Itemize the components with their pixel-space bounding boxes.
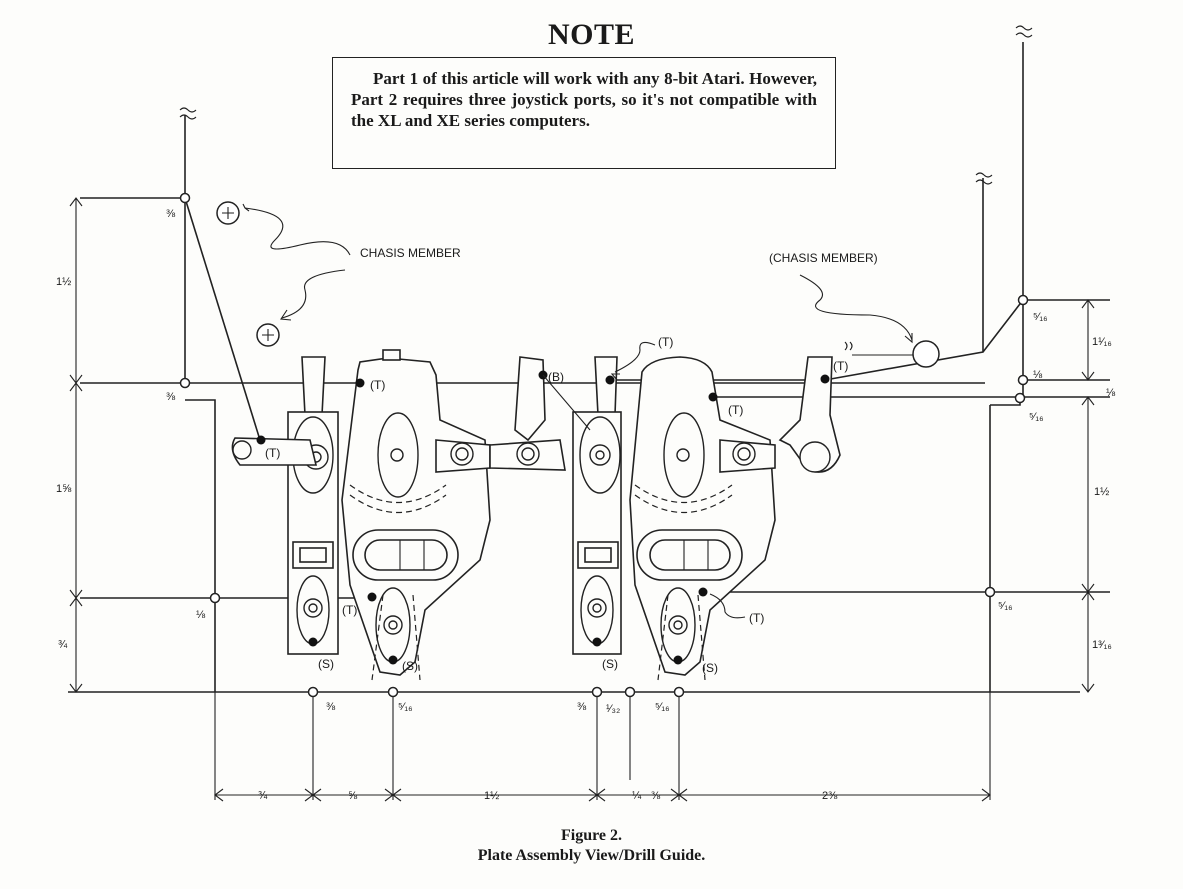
- chassis-members: [216, 201, 940, 368]
- dim-left-1: 1½: [56, 276, 71, 288]
- dimension-arrows: [69, 197, 1095, 802]
- t-label: (T): [728, 403, 743, 417]
- drill-points: [179, 192, 1029, 698]
- t-label: (T): [265, 446, 280, 460]
- chassis-member-label: CHASIS MEMBER: [360, 246, 461, 260]
- dim-point-left-2: ⅜: [166, 391, 176, 403]
- s-label: (S): [702, 661, 718, 675]
- dim-left-2: 1⅝: [56, 483, 72, 495]
- t-label: (T): [833, 359, 848, 373]
- dim-left-3: ¾: [58, 639, 68, 651]
- dim-right-1: 1¹⁄₁₆: [1092, 336, 1112, 348]
- dim-bottom-2: ⅝: [348, 790, 358, 802]
- left-plate-assembly: [231, 349, 491, 681]
- dim-point-left-1: ⅜: [166, 208, 176, 220]
- note-text: Part 1 of this article will work with an…: [351, 69, 817, 130]
- dim-bottom-1: ¾: [258, 790, 268, 802]
- dim-bottom-point-5: ⁵⁄₁₆: [655, 701, 670, 713]
- right-plate-assembly: [572, 356, 841, 681]
- dim-point-right-top: ⅛: [1106, 387, 1116, 399]
- dim-bottom-4: ¼: [632, 790, 642, 802]
- dim-bottom-3: 1½: [484, 790, 499, 802]
- note-title: NOTE: [547, 18, 636, 51]
- dim-right-2: 1½: [1094, 486, 1109, 498]
- dim-point-right-1: ⁵⁄₁₆: [1033, 311, 1048, 323]
- figure-title: Plate Assembly View/Drill Guide.: [477, 847, 706, 864]
- t-label: (T): [749, 611, 764, 625]
- b-label: (B): [548, 370, 564, 384]
- t-label: (T): [658, 335, 673, 349]
- dim-bottom-point-2: ⁵⁄₁₆: [398, 701, 413, 713]
- dim-bottom-point-1: ⅜: [326, 701, 336, 713]
- chassis-member-right-label: (CHASIS MEMBER): [769, 251, 878, 265]
- dim-point-right-2: ⅛: [1033, 369, 1043, 381]
- note-box: Part 1 of this article will work with an…: [332, 57, 836, 169]
- dim-bottom-6: 2⅜: [822, 790, 838, 802]
- dim-bottom-5: ⅜: [651, 790, 661, 802]
- dim-point-left-3: ⅛: [196, 609, 206, 621]
- s-label: (S): [602, 657, 618, 671]
- middle-link: [489, 356, 566, 471]
- diagram-labels: CHASIS MEMBER (CHASIS MEMBER) (T) (T) (T…: [56, 208, 1116, 802]
- t-label: (T): [342, 603, 357, 617]
- figure-caption: Figure 2. Plate Assembly View/Drill Guid…: [0, 826, 1183, 866]
- s-label: (S): [402, 659, 418, 673]
- dim-bottom-point-4: ¹⁄₃₂: [606, 703, 620, 715]
- s-label: (S): [318, 657, 334, 671]
- dim-point-right-4: ⁵⁄₁₆: [998, 600, 1013, 612]
- figure-number: Figure 2.: [560, 827, 623, 844]
- dim-point-right-3: ⁵⁄₁₆: [1029, 411, 1044, 423]
- dim-right-3: 1³⁄₁₆: [1092, 639, 1112, 651]
- t-label: (T): [370, 378, 385, 392]
- dim-bottom-point-3: ⅜: [577, 701, 587, 713]
